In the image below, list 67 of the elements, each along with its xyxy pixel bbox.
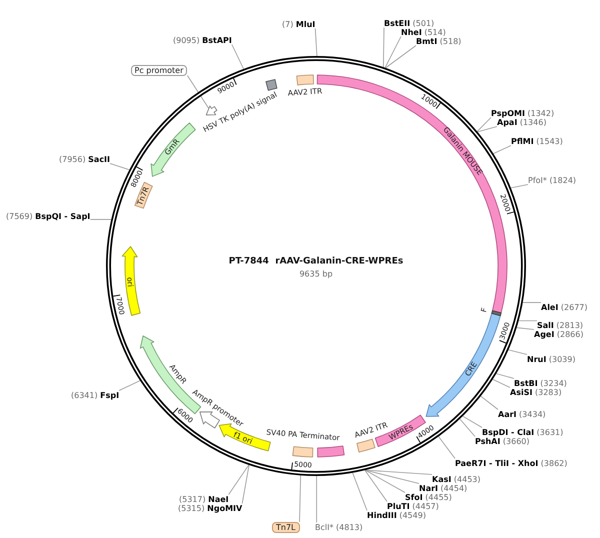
enzyme-site-label: (7956) SacII bbox=[59, 154, 110, 164]
leader-line bbox=[228, 464, 250, 495]
leader-line bbox=[316, 476, 318, 523]
leader-line bbox=[242, 464, 250, 504]
leader-line bbox=[384, 36, 402, 68]
enzyme-site-label: AgeI (2866) bbox=[534, 330, 584, 338]
feature-tag: Tn7L bbox=[272, 522, 300, 533]
enzyme-site-label: (6341) FspI bbox=[71, 390, 120, 400]
enzyme-site-label: PshAI (3660) bbox=[475, 436, 530, 446]
enzyme-site-label: SfoI (4455) bbox=[405, 492, 452, 502]
leader-line bbox=[438, 436, 456, 459]
leader-line bbox=[364, 470, 406, 493]
enzyme-site-label: KasI (4453) bbox=[432, 474, 480, 484]
feature-box bbox=[291, 445, 314, 459]
leader-line bbox=[385, 45, 416, 68]
leader-line bbox=[476, 117, 492, 132]
enzyme-site-label: AarI (3434) bbox=[498, 410, 546, 418]
leader-line bbox=[314, 28, 318, 56]
leader-line bbox=[508, 350, 528, 355]
enzyme-site-label: BspDI - ClaI (3631) bbox=[482, 428, 564, 436]
enzyme-site-label: (9095) BstAPI bbox=[173, 36, 232, 44]
leader-line bbox=[383, 27, 384, 68]
enzyme-site-label: PspOMI (1342) bbox=[491, 108, 554, 118]
leader-line bbox=[299, 475, 302, 522]
enzyme-site-label: HindIII (4549) bbox=[367, 510, 426, 520]
leader-line bbox=[477, 126, 498, 132]
leader-line bbox=[459, 418, 476, 437]
leader-line bbox=[231, 44, 244, 70]
leader-line bbox=[110, 163, 130, 170]
enzyme-site-label: PflMI (1543) bbox=[511, 136, 563, 146]
enzyme-site-label: NarI (4454) bbox=[419, 484, 468, 492]
enzyme-site-label: PaeR7I - TliI - XhoI (3862) bbox=[455, 458, 568, 468]
leader-line bbox=[522, 302, 542, 303]
enzyme-site-label: NruI (3039) bbox=[527, 354, 576, 364]
plasmid-name: PT-7844 rAAV-Galanin-CRE-WPREs bbox=[228, 256, 404, 268]
plasmid-size: 9635 bp bbox=[299, 269, 333, 278]
leader-line bbox=[364, 470, 388, 502]
enzyme-site-label: BstEII (501) bbox=[384, 18, 434, 28]
enzyme-site-label: AsiSI (3283) bbox=[510, 388, 562, 396]
enzyme-site-label: ApaI (1346) bbox=[497, 118, 546, 126]
enzyme-site-label: AleI (2677) bbox=[541, 302, 588, 312]
enzyme-site-label: (5317) NaeI bbox=[179, 494, 229, 504]
leader-line bbox=[462, 416, 482, 428]
enzyme-site-label: BstBI (3234) bbox=[514, 378, 567, 388]
leader-line bbox=[352, 472, 368, 511]
leader-line bbox=[118, 380, 140, 391]
enzyme-site-label: NheI (514) bbox=[401, 28, 446, 36]
leader-line bbox=[510, 184, 528, 188]
leader-line bbox=[90, 219, 112, 220]
leader-line bbox=[365, 470, 432, 475]
enzyme-site-label: (5315) NgoMIV bbox=[178, 504, 242, 512]
leader-line bbox=[492, 378, 510, 388]
leader-line bbox=[186, 75, 210, 110]
enzyme-site-label: SalI (2813) bbox=[537, 320, 584, 330]
enzyme-site-label: (7) MluI bbox=[282, 20, 316, 28]
leader-line bbox=[516, 327, 534, 330]
feature-tag: Pc promoter bbox=[130, 64, 188, 76]
leader-line bbox=[496, 373, 514, 379]
enzyme-site-label: (7569) BspQI - SapI bbox=[6, 212, 90, 220]
leader-line bbox=[480, 396, 498, 410]
leader-line bbox=[518, 320, 538, 322]
enzyme-site-label: BmtI (518) bbox=[416, 36, 462, 46]
leader-line bbox=[493, 145, 512, 154]
enzyme-site-label: PluTI (4457) bbox=[387, 502, 439, 510]
enzyme-site-label: PfoI* (1824) bbox=[528, 176, 576, 184]
leader-line bbox=[364, 470, 420, 484]
enzyme-site-label: BclI* (4813) bbox=[315, 522, 363, 532]
